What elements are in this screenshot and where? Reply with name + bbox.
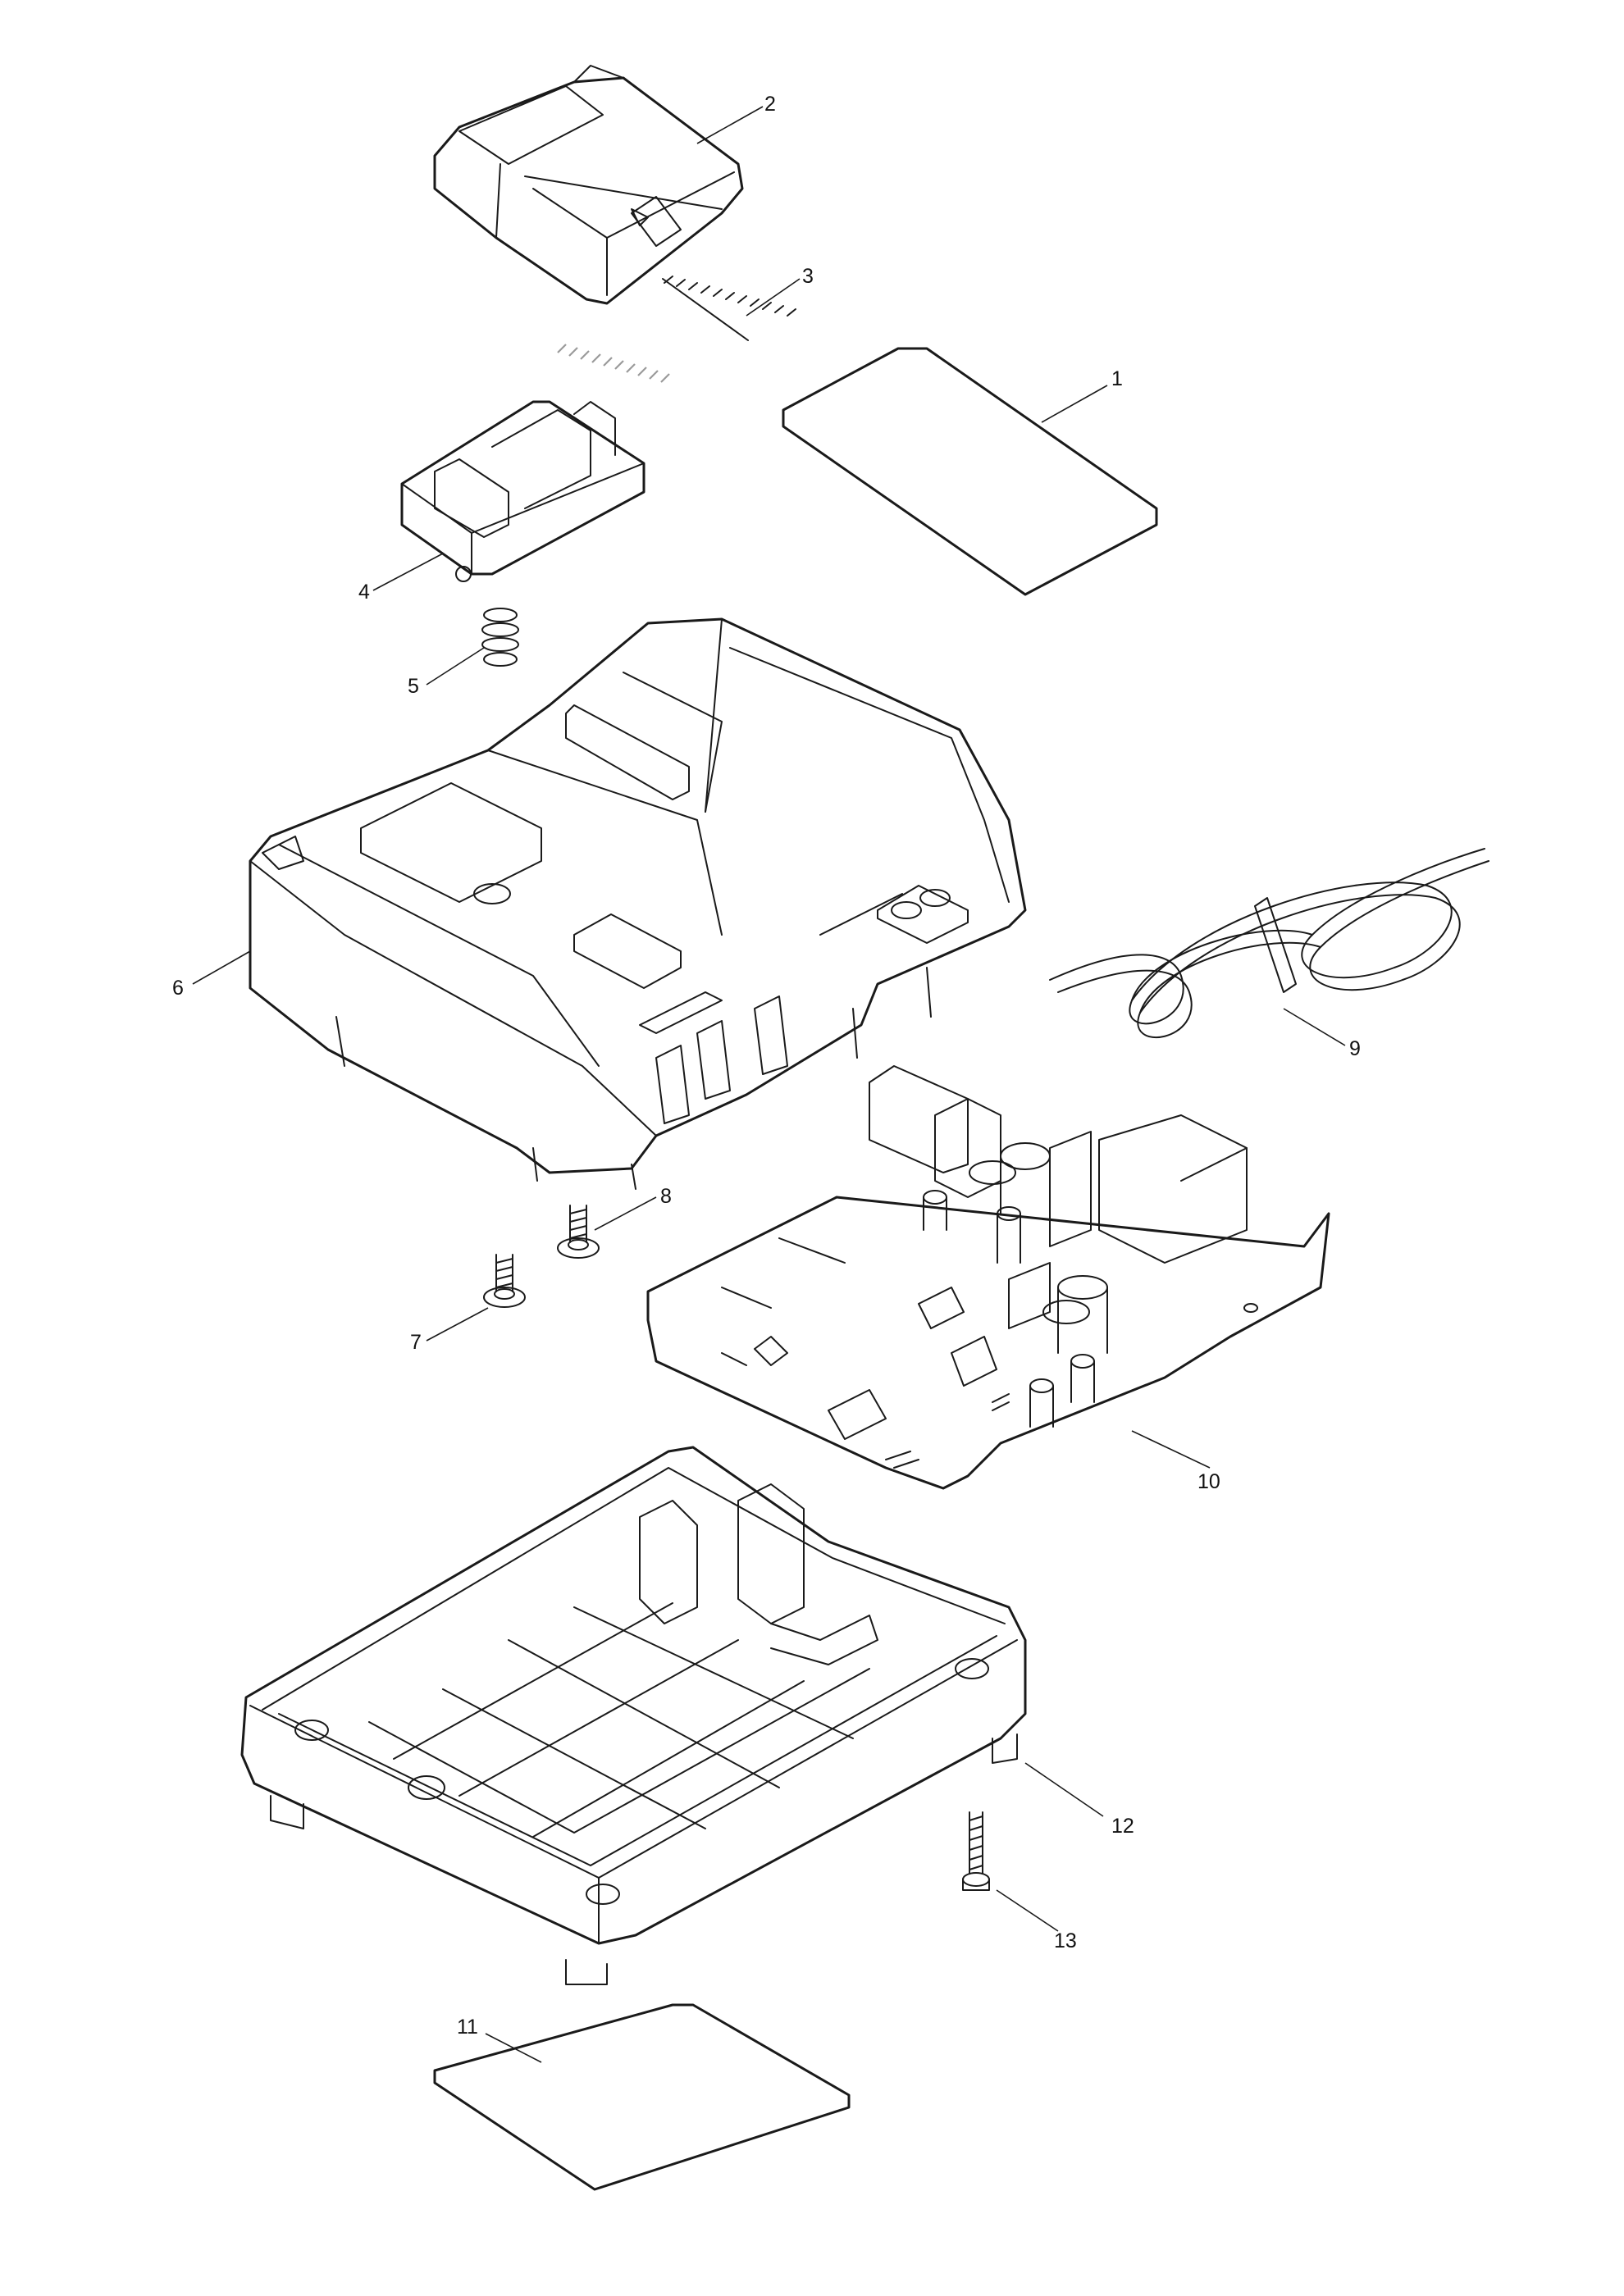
callout-9: 9 (1349, 1037, 1361, 1060)
part-4-slider (400, 400, 645, 582)
part-1-label (782, 347, 1158, 596)
callout-11: 11 (457, 2016, 478, 2039)
callout-6: 6 (172, 977, 184, 1000)
callout-8: 8 (660, 1185, 672, 1208)
callout-12: 12 (1111, 1815, 1134, 1838)
part-11-label (433, 2003, 851, 2191)
callout-3: 3 (802, 265, 814, 288)
callout-4: 4 (358, 581, 370, 604)
callout-labels: 1 2 3 4 5 6 7 8 9 10 11 12 13 (172, 93, 1361, 2039)
part-12-base (240, 1446, 1027, 1985)
part-2-slide-cover (433, 65, 744, 305)
part-7-screw (483, 1254, 526, 1308)
part-10-pcb (646, 1065, 1330, 1490)
ghost-spring (557, 344, 670, 383)
leader-lines (192, 106, 1346, 2063)
part-3-spring (662, 276, 796, 341)
callout-10: 10 (1197, 1470, 1220, 1493)
callout-5: 5 (408, 675, 419, 698)
callout-13: 13 (1054, 1929, 1077, 1952)
part-8-screw (557, 1205, 600, 1259)
callout-1: 1 (1111, 367, 1123, 390)
part-9-cord (1049, 848, 1489, 1039)
part-5-spring (481, 608, 519, 667)
part-6-top-housing (249, 617, 1027, 1190)
part-13-screw (962, 1811, 990, 1891)
callout-7: 7 (410, 1331, 422, 1354)
callout-2: 2 (764, 93, 776, 116)
